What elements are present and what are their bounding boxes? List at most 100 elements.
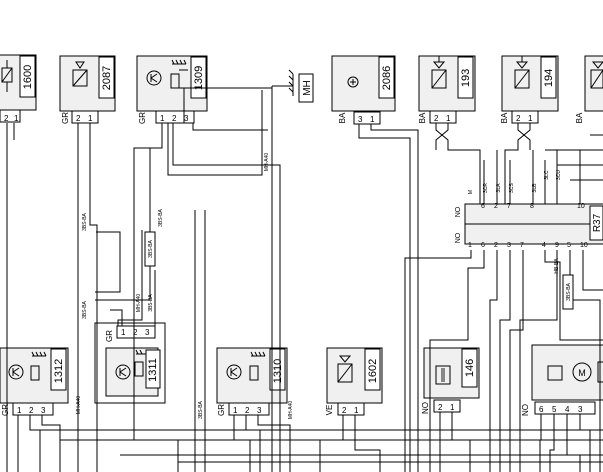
component-1600-id: 1600 bbox=[22, 65, 34, 89]
connector-label: VE bbox=[325, 405, 334, 416]
component-1311: 1311 GR 1 2 3 bbox=[94, 322, 166, 404]
wire-label: 3BS-BA bbox=[198, 400, 204, 418]
relay-pin: 6 bbox=[481, 203, 485, 210]
pin-label: 2 bbox=[29, 406, 34, 415]
component-edge: BA bbox=[575, 55, 603, 123]
wire-label: 3CS bbox=[509, 182, 515, 192]
pin-label: 2 bbox=[76, 114, 81, 123]
pin-label: 2 bbox=[434, 114, 439, 123]
pin-label: 3 bbox=[358, 115, 363, 124]
component-2086: 2086 BA 3 1 bbox=[331, 55, 396, 125]
relay-r37: R37 NO NO 6 2 7 8 10 1 6 2 3 7 4 9 5 10 bbox=[455, 203, 603, 249]
relay-pin: 2 bbox=[494, 203, 498, 210]
pin-label: 1 bbox=[370, 115, 375, 124]
connector-label: GR bbox=[61, 112, 70, 124]
connector-label: BA bbox=[338, 112, 347, 123]
component-146: 146 NO 2 1 bbox=[421, 347, 480, 414]
pin-label: 1 bbox=[121, 328, 126, 337]
sensor-symbol bbox=[431, 56, 447, 89]
pin-label: 6 bbox=[539, 405, 544, 414]
relay-pin: 3 bbox=[507, 242, 511, 249]
component-2086-id: 2086 bbox=[381, 66, 393, 90]
component-146-id: 146 bbox=[464, 359, 476, 377]
pin-label: 1 bbox=[354, 406, 359, 415]
relay-pin: 2 bbox=[494, 242, 498, 249]
pin-label: 3 bbox=[578, 405, 583, 414]
relay-pin: 7 bbox=[520, 242, 524, 249]
component-193: 193 BA 2 1 bbox=[418, 55, 476, 124]
connector-label: GR bbox=[1, 404, 10, 416]
relay-pin: 9 bbox=[555, 242, 559, 249]
relay-pin: 10 bbox=[580, 242, 588, 249]
component-1310-id: 1310 bbox=[272, 359, 284, 383]
splice-2: 3BS-BA bbox=[562, 274, 574, 310]
component-1310: 1310 GR 1 2 3 bbox=[216, 347, 288, 416]
pin-label: 3 bbox=[184, 114, 189, 123]
pin-label: 1 bbox=[233, 406, 238, 415]
wire-label: MH-A40 bbox=[264, 153, 270, 172]
pin-label: 1 bbox=[160, 114, 165, 123]
relay-connector-bottom: NO bbox=[455, 232, 462, 243]
transistor-symbol bbox=[146, 70, 162, 86]
component-2087: 2087 GR 2 1 bbox=[59, 55, 116, 124]
wire-label: MH-A40 bbox=[76, 396, 82, 415]
relay-pin: 1 bbox=[468, 242, 472, 249]
pin-label: 2 bbox=[172, 114, 177, 123]
ground-mh: MH bbox=[272, 69, 314, 103]
connector-label: GR bbox=[138, 112, 147, 124]
component-1311-id: 1311 bbox=[147, 358, 159, 382]
wire-label: 3CR bbox=[483, 183, 489, 193]
relay-pin: 10 bbox=[577, 203, 585, 210]
component-2087-id: 2087 bbox=[101, 66, 113, 90]
relay-pin: 6 bbox=[481, 242, 485, 249]
pin-label: 2 bbox=[4, 114, 9, 123]
pin-label: 3 bbox=[41, 406, 46, 415]
relay-id: R37 bbox=[592, 213, 603, 232]
component-194: 194 BA 2 1 bbox=[500, 55, 559, 124]
sensor-symbol bbox=[514, 56, 530, 89]
connector-label: BA bbox=[418, 112, 427, 123]
motor-icon: M bbox=[578, 368, 586, 378]
resistor-symbol bbox=[1, 60, 13, 92]
relay-connector-top: NO bbox=[455, 206, 462, 217]
pin-label: 5 bbox=[552, 405, 557, 414]
pin-label: 1 bbox=[446, 114, 451, 123]
wire-label: 3BS-BA bbox=[158, 208, 164, 226]
wires bbox=[6, 86, 603, 472]
wire-label: 3BS-BA bbox=[82, 212, 88, 230]
pin-label: 1 bbox=[17, 406, 22, 415]
component-1600: 1600 2 1 bbox=[0, 54, 37, 123]
connector-label: NO bbox=[521, 404, 530, 416]
wire-labels: MH-A40 3BS-BA 3BS-BA MH-A40 3B5-BA MH-A4… bbox=[76, 153, 562, 420]
splice-label: 3BS-BA bbox=[566, 282, 572, 300]
component-motor: M NO 6 5 4 3 bbox=[521, 344, 603, 416]
splice-1: 3BS-BA bbox=[144, 231, 156, 267]
pin-label: 3 bbox=[257, 406, 262, 415]
component-194-id: 194 bbox=[543, 69, 555, 87]
pin-label: 2 bbox=[245, 406, 250, 415]
wire-label: MH-A40 bbox=[288, 401, 294, 420]
component-1312: 1312 GR 1 2 3 bbox=[0, 347, 69, 416]
component-1602: 1602 VE 2 1 bbox=[325, 347, 383, 416]
pin-label: 3 bbox=[145, 328, 150, 337]
pin-label: 2 bbox=[342, 406, 347, 415]
connector-label: BA bbox=[575, 112, 584, 123]
component-1312-id: 1312 bbox=[53, 359, 65, 383]
wire-label: 3LA bbox=[496, 183, 502, 193]
wire-label: 3LB bbox=[532, 183, 538, 193]
component-193-id: 193 bbox=[460, 69, 472, 87]
splice-label: 3BS-BA bbox=[148, 239, 154, 257]
component-1602-id: 1602 bbox=[367, 359, 379, 383]
wire-label: 3CU bbox=[556, 170, 562, 180]
buzzer-symbol bbox=[347, 76, 359, 88]
pin-label: 1 bbox=[450, 403, 455, 412]
component-1309: 1309 GR 1 2 3 bbox=[136, 55, 208, 124]
relay-pin: 5 bbox=[567, 242, 571, 249]
component-1309-id: 1309 bbox=[193, 66, 205, 90]
pin-label: 1 bbox=[528, 114, 533, 123]
connector-label: NO bbox=[421, 402, 430, 414]
wire-label: 3BS-BA bbox=[82, 300, 88, 318]
wire-label: 3B5-BA bbox=[148, 294, 154, 312]
pin-label: 2 bbox=[133, 328, 138, 337]
